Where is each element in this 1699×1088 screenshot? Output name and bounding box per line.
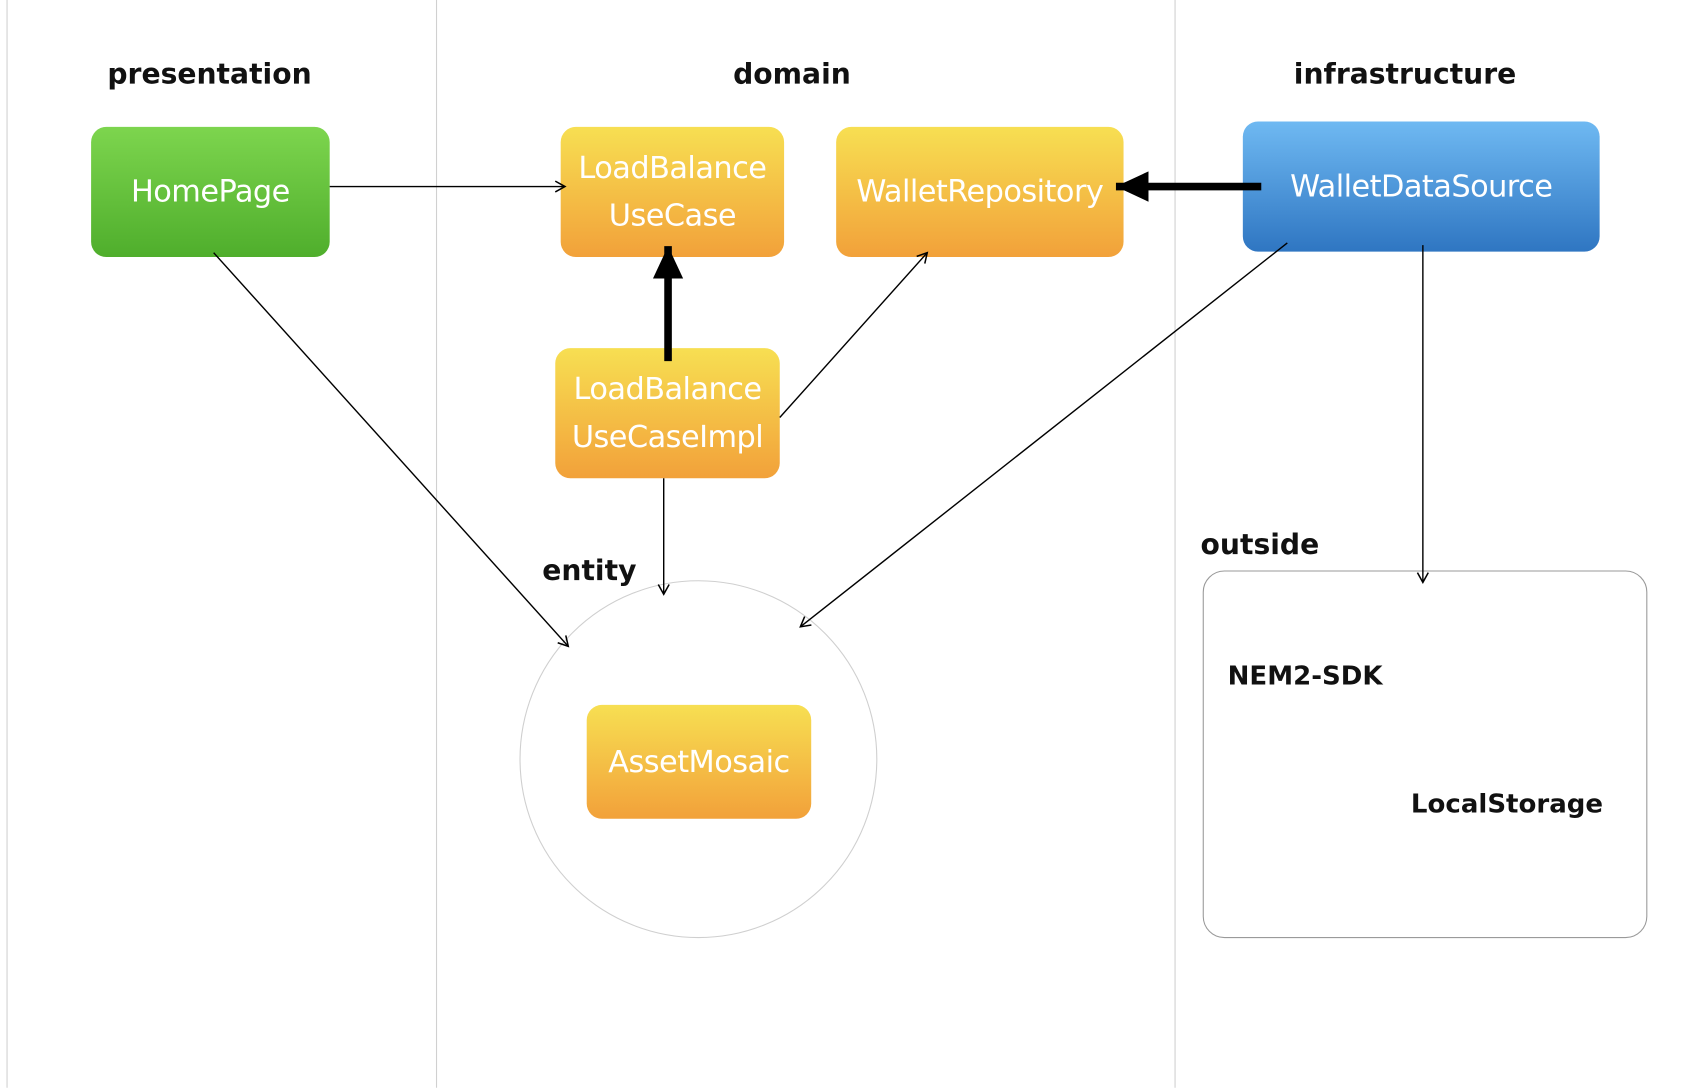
arrow-datasource-to-entity [799, 242, 1288, 628]
presentation-heading: presentation [107, 58, 312, 92]
outside-heading: outside [1200, 529, 1320, 562]
entity-circle [519, 580, 878, 939]
local-storage-label: LocalStorage [1410, 788, 1604, 819]
asset-mosaic-label: AssetMosaic [608, 743, 790, 780]
load-balance-use-case-node: LoadBalance UseCase [560, 126, 785, 258]
outside-box [1202, 570, 1648, 939]
load-balance-use-case-line2: UseCase [608, 197, 737, 234]
wallet-data-source-node: WalletDataSource [1242, 121, 1600, 252]
asset-mosaic-node: AssetMosaic [586, 704, 812, 819]
load-balance-use-case-impl-line1: LoadBalance [573, 370, 763, 407]
home-page-node: HomePage [91, 126, 330, 258]
entity-heading: entity [542, 555, 637, 588]
home-page-label: HomePage [130, 173, 290, 210]
presentation-domain-divider [435, 0, 438, 1088]
infrastructure-heading: infrastructure [1293, 58, 1517, 92]
load-balance-use-case-line1: LoadBalance [578, 149, 767, 186]
nem2-sdk-label: NEM2-SDK [1227, 660, 1383, 691]
wallet-repository-label: WalletRepository [856, 173, 1104, 210]
left-border [6, 0, 8, 1088]
load-balance-use-case-impl-node: LoadBalance UseCaseImpl [555, 348, 780, 479]
domain-heading: domain [733, 58, 851, 92]
arrow-impl-to-repository [779, 251, 929, 419]
wallet-repository-node: WalletRepository [836, 126, 1124, 258]
arrow-homepage-to-entity [213, 252, 570, 648]
domain-infrastructure-divider [1174, 0, 1176, 1088]
wallet-data-source-label: WalletDataSource [1290, 168, 1553, 204]
load-balance-use-case-impl-line2: UseCaseImpl [571, 418, 764, 455]
